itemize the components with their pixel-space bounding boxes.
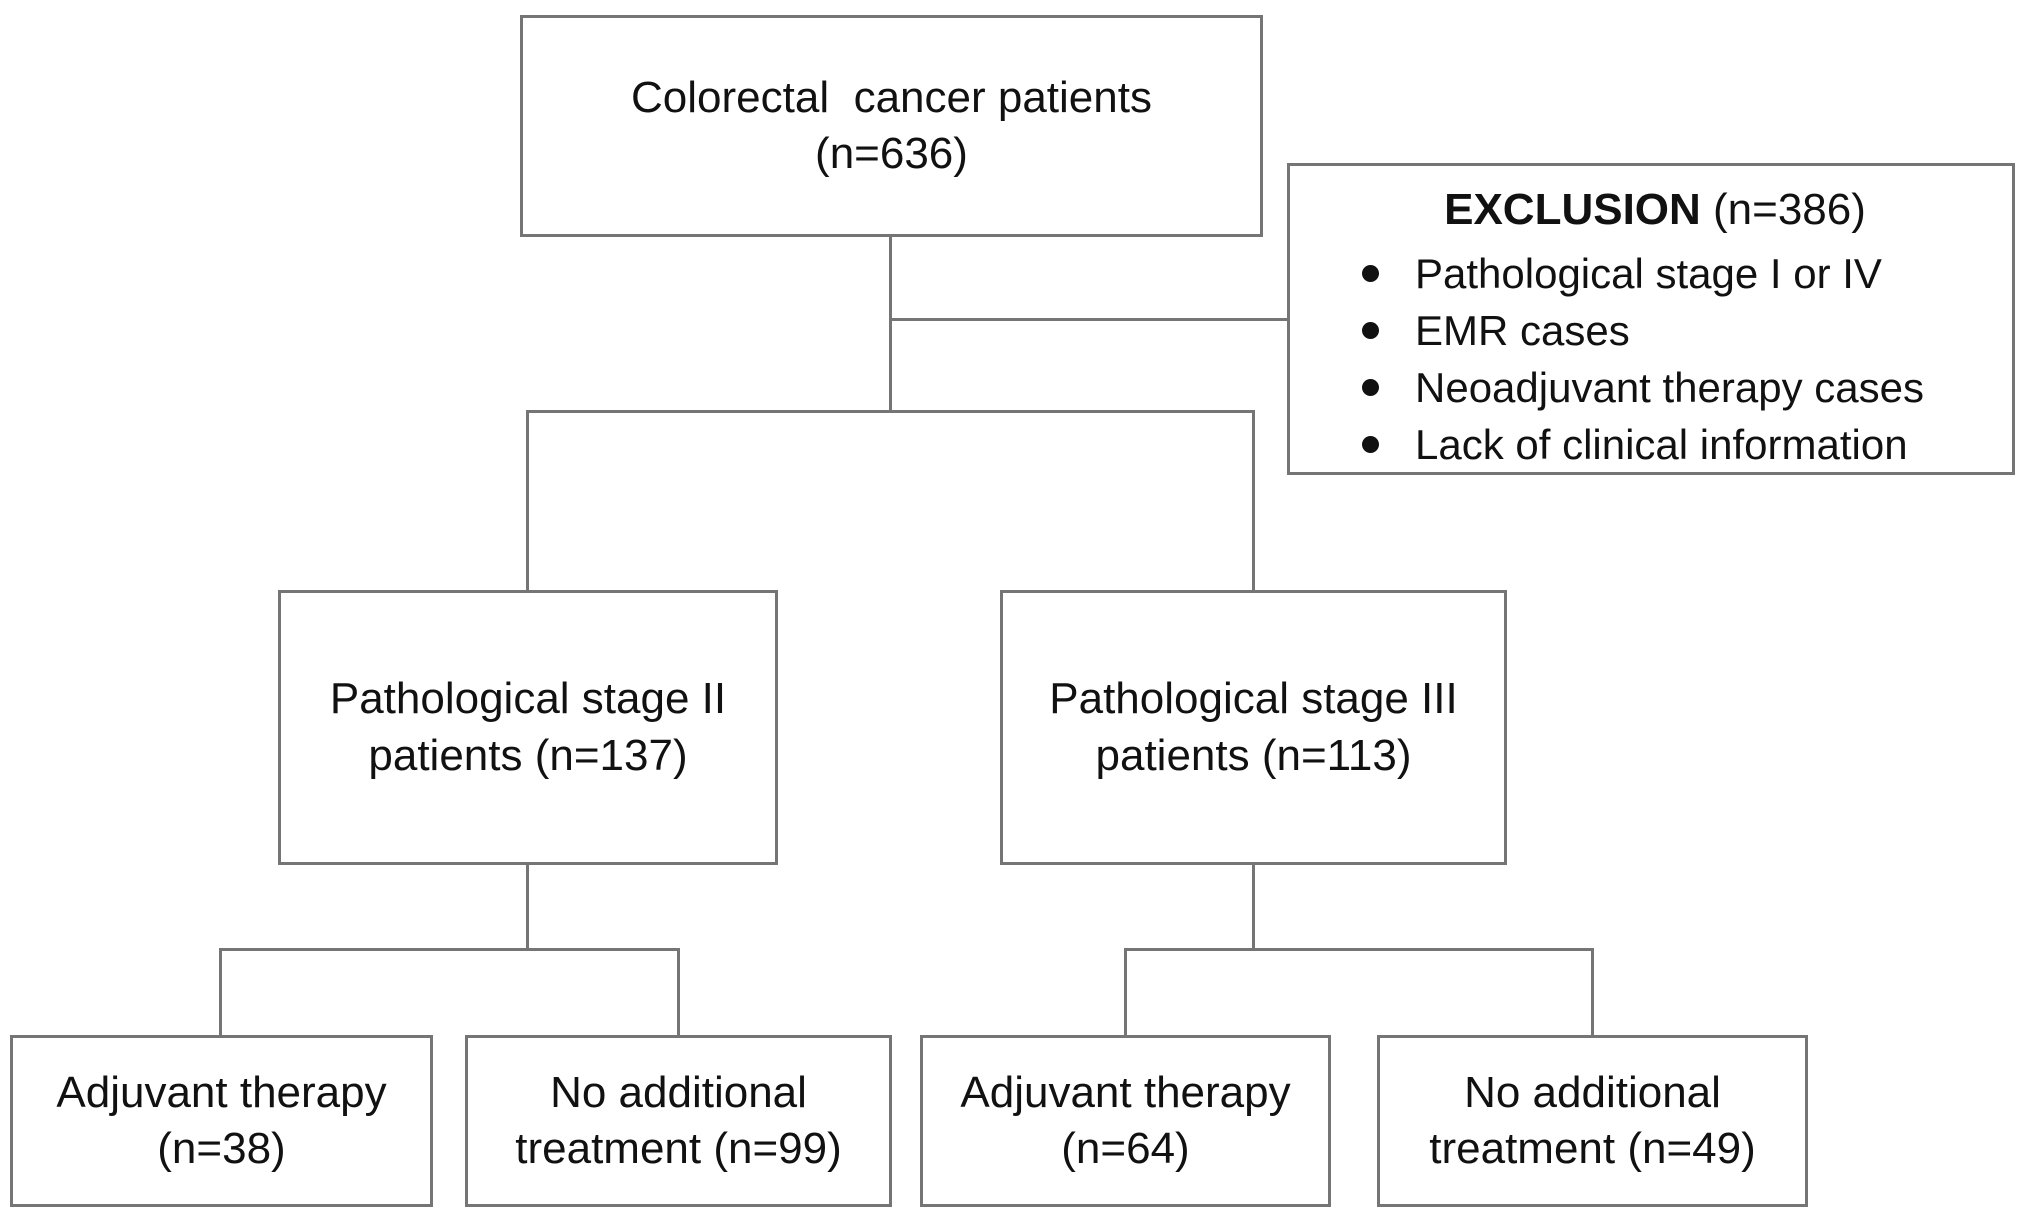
- connector-split-to-stage2: [526, 410, 529, 592]
- node-exclusion: EXCLUSION (n=386) Pathological stage I o…: [1287, 163, 2015, 475]
- connector-split-to-notreat3: [1591, 948, 1594, 1037]
- connector-stage3-down: [1252, 863, 1255, 951]
- bullet-icon: [1362, 435, 1379, 453]
- connector-stage2-down: [526, 863, 529, 951]
- exclusion-item: EMR cases: [1362, 302, 1994, 359]
- node-colorectal-cancer-patients-label: Colorectal cancer patients (n=636): [631, 72, 1152, 178]
- bullet-icon: [1362, 264, 1379, 282]
- node-stage2-adjuvant-therapy-label: Adjuvant therapy (n=38): [56, 1067, 387, 1173]
- node-stage2-no-additional-treatment-label: No additional treatment (n=99): [515, 1067, 842, 1173]
- exclusion-list: Pathological stage I or IV EMR cases Neo…: [1316, 245, 1994, 473]
- connector-stage2-children-split: [219, 948, 680, 951]
- node-stage3-patients-label: Pathological stage III patients (n=113): [1049, 674, 1458, 780]
- node-stage2-adjuvant-therapy: Adjuvant therapy (n=38): [10, 1035, 433, 1207]
- node-stage2-patients-label: Pathological stage II patients (n=137): [329, 674, 727, 780]
- connector-stage3-children-split: [1124, 948, 1594, 951]
- node-stage2-patients: Pathological stage II patients (n=137): [278, 590, 778, 865]
- exclusion-item-label: EMR cases: [1415, 306, 1630, 354]
- bullet-icon: [1362, 321, 1379, 339]
- connector-split-to-notreat2: [677, 948, 680, 1037]
- connector-split-to-stage3: [1252, 410, 1255, 592]
- exclusion-item: Neoadjuvant therapy cases: [1362, 359, 1994, 416]
- node-stage3-patients: Pathological stage III patients (n=113): [1000, 590, 1507, 865]
- exclusion-item-label: Pathological stage I or IV: [1415, 249, 1882, 297]
- exclusion-title: EXCLUSION (n=386): [1316, 184, 1994, 237]
- node-stage2-no-additional-treatment: No additional treatment (n=99): [465, 1035, 892, 1207]
- exclusion-title-bold: EXCLUSION: [1444, 185, 1701, 234]
- node-stage3-no-additional-treatment-label: No additional treatment (n=49): [1429, 1067, 1756, 1173]
- node-stage3-adjuvant-therapy: Adjuvant therapy (n=64): [920, 1035, 1331, 1207]
- exclusion-item-label: Lack of clinical information: [1415, 420, 1908, 468]
- exclusion-title-count: (n=386): [1700, 185, 1866, 234]
- bullet-icon: [1362, 378, 1379, 396]
- connector-stage-split: [526, 410, 1255, 413]
- node-stage3-adjuvant-therapy-label: Adjuvant therapy (n=64): [960, 1067, 1291, 1173]
- node-colorectal-cancer-patients: Colorectal cancer patients (n=636): [520, 15, 1263, 237]
- connector-root-down: [889, 237, 892, 413]
- exclusion-item-label: Neoadjuvant therapy cases: [1415, 363, 1924, 411]
- connector-split-to-adjuvant2: [219, 948, 222, 1037]
- exclusion-item: Lack of clinical information: [1362, 416, 1994, 473]
- connector-split-to-adjuvant3: [1124, 948, 1127, 1037]
- connector-root-to-exclusion: [889, 318, 1289, 321]
- node-stage3-no-additional-treatment: No additional treatment (n=49): [1377, 1035, 1808, 1207]
- exclusion-item: Pathological stage I or IV: [1362, 245, 1994, 302]
